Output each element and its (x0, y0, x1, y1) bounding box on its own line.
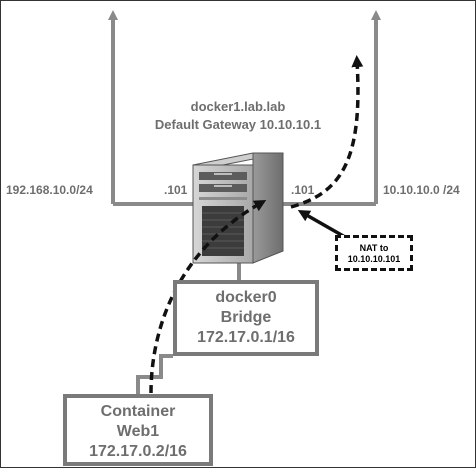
right-subnet-label: 10.10.10.0 /24 (383, 183, 460, 197)
container-name: Web1 (116, 423, 160, 440)
traffic-path (149, 55, 364, 394)
container-to-gateway-dashed-path (149, 200, 267, 394)
bridge-ip: 172.17.0.1/16 (197, 329, 295, 346)
nat-outbound-dashed-path (290, 55, 364, 209)
right-ip-label: .101 (291, 183, 315, 197)
bridge-type: Bridge (220, 309, 272, 326)
gateway-default-gateway: Default Gateway 10.10.10.1 (154, 117, 322, 132)
container-label: Container (100, 403, 176, 420)
nat-line2: 10.10.10.101 (347, 254, 401, 264)
gateway-hostname: docker1.lab.lab (190, 99, 286, 114)
nat-line1: NAT to (359, 243, 389, 253)
nat-callout: NAT to 10.10.10.101 (335, 235, 413, 271)
container-box: Container Web1 172.17.0.2/16 (63, 394, 213, 466)
left-ip-label: .101 (164, 183, 188, 197)
bridge-to-container-line (136, 354, 173, 396)
left-subnet-label: 192.168.10.0/24 (6, 183, 93, 197)
bridge-box: docker0 Bridge 172.17.0.1/16 (173, 280, 319, 356)
nat-arrow (297, 210, 346, 239)
bridge-name: docker0 (215, 289, 277, 306)
container-ip: 172.17.0.2/16 (89, 443, 187, 460)
